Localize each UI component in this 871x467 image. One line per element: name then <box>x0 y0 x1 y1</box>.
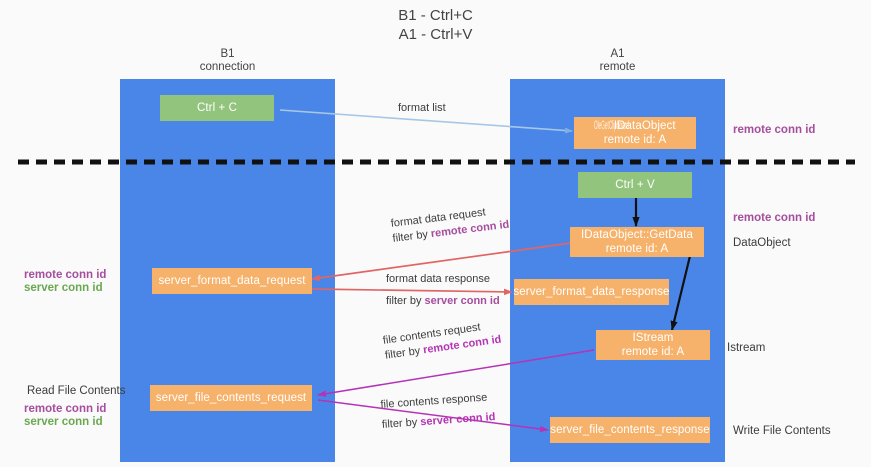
edge-label-format-list: format list <box>398 101 446 116</box>
node-ctrl-v-label: Ctrl + V <box>615 179 655 191</box>
column-header-b1-subtitle: connection <box>199 61 256 73</box>
annotation-right-istream: Istream <box>727 342 766 354</box>
title-line-1: B1 - Ctrl+C <box>398 7 473 24</box>
edge-label-format-list-text: format list <box>398 102 446 114</box>
annotation-right-remote-conn-id-top: remote conn id <box>733 124 816 136</box>
annotation-left-server-conn-id-mid: server conn id <box>24 282 103 294</box>
node-istream-line1: IStream <box>632 332 674 344</box>
node-server-format-data-request-label: server_format_data_request <box>158 275 306 287</box>
edge-label-format-data-response-prefix: filter by <box>386 295 425 307</box>
annotation-left-read-file-contents: Read File Contents <box>27 385 126 397</box>
node-server-file-contents-response[interactable]: server_file_contents_response <box>550 417 710 443</box>
edge-label-file-contents-request: file contents request filter by remote c… <box>382 318 502 364</box>
annotation-left-remote-conn-id-bottom: remote conn id <box>24 403 107 415</box>
edge-label-file-contents-request-prefix: filter by <box>384 344 425 362</box>
annotation-left-server-conn-id-bottom: server conn id <box>24 416 103 428</box>
title-line-2: A1 - Ctrl+V <box>398 26 473 43</box>
node-idataobject-getdata-line2: remote id: A <box>605 243 669 255</box>
node-server-format-data-request[interactable]: server_format_data_request <box>152 268 312 294</box>
edge-label-format-data-request-prefix: filter by <box>391 228 432 245</box>
edge-label-file-contents-response: file contents response filter by server … <box>380 390 496 433</box>
annotation-right-remote-conn-id-mid: remote conn id <box>733 212 816 224</box>
annotation-right-write-file-contents: Write File Contents <box>733 425 831 437</box>
node-server-file-contents-response-label: server_file_contents_response <box>550 424 710 436</box>
node-data-object-line2: remote id: A <box>603 134 667 146</box>
node-istream[interactable]: IStream remote id: A <box>596 330 710 360</box>
node-data-object-line1: OleGetClipboard gggIDataObject <box>594 119 675 133</box>
node-data-object-overlap-text: OleGetClipboard <box>594 120 630 132</box>
node-server-file-contents-request-label: server_file_contents_request <box>155 392 307 404</box>
edge-label-file-contents-response-prefix: filter by <box>381 416 421 431</box>
edge-label-format-data-response-line1: format data response <box>386 273 490 285</box>
node-server-format-data-response-label: server_format_data_response <box>513 286 670 298</box>
column-header-a1-subtitle: remote <box>599 61 636 73</box>
edge-label-file-contents-response-line2: filter by server conn id <box>381 410 495 433</box>
node-data-object[interactable]: OleGetClipboard gggIDataObject remote id… <box>574 117 696 149</box>
node-idataobject-getdata-line1: IDataObject::GetData <box>581 229 693 241</box>
edge-label-format-data-response-key: server conn id <box>424 295 500 307</box>
node-ctrl-c[interactable]: Ctrl + C <box>160 95 274 121</box>
edge-label-file-contents-response-line1: file contents response <box>380 391 488 411</box>
column-header-a1: A1 remote <box>510 48 725 74</box>
node-ctrl-v[interactable]: Ctrl + V <box>578 172 692 198</box>
annotation-right-data-object: DataObject <box>733 237 791 249</box>
column-header-b1: B1 connection <box>120 48 335 74</box>
column-header-a1-name: A1 <box>610 48 625 60</box>
node-istream-line2: remote id: A <box>621 346 685 358</box>
annotation-left-remote-conn-id-mid: remote conn id <box>24 269 107 281</box>
column-header-b1-name: B1 <box>220 48 235 60</box>
node-server-format-data-response[interactable]: server_format_data_response <box>513 279 670 305</box>
edge-label-file-contents-response-key: server conn id <box>419 411 496 429</box>
node-ctrl-c-label: Ctrl + C <box>196 102 238 114</box>
edge-label-format-data-response: format data response filter by server co… <box>386 272 500 309</box>
node-server-file-contents-request[interactable]: server_file_contents_request <box>150 385 312 411</box>
node-data-object-main-text: IDataObject <box>613 120 676 132</box>
edge-label-format-data-response-line2: filter by server conn id <box>386 294 500 309</box>
diagram-title: B1 - Ctrl+C A1 - Ctrl+V <box>0 6 871 44</box>
node-idataobject-getdata[interactable]: IDataObject::GetData remote id: A <box>570 227 704 257</box>
edge-label-format-data-request: format data request filter by remote con… <box>390 203 510 247</box>
